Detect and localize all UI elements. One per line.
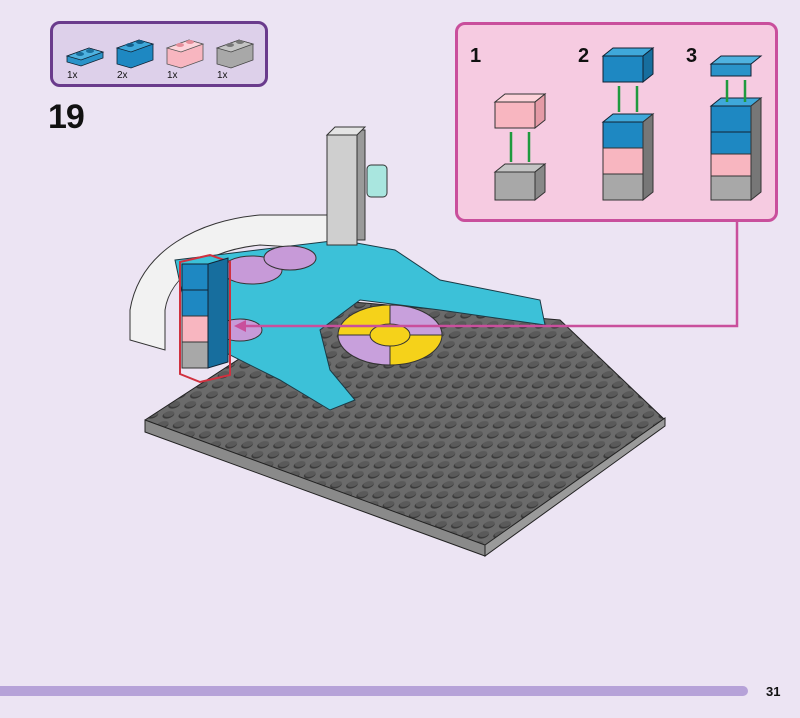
part-qty: 1x [67, 70, 78, 81]
blue-brick-icon [115, 39, 155, 69]
substep-number: 2 [578, 45, 590, 67]
part-qty: 2x [117, 70, 128, 81]
substep-3-bricks [709, 55, 763, 202]
substep-1-bricks [493, 92, 547, 202]
part-qty: 1x [217, 70, 228, 81]
page-progress-bar [0, 686, 748, 696]
pink-brick-icon [165, 39, 205, 69]
bottle-element [366, 164, 388, 198]
new-brick-stack [179, 253, 231, 384]
yellow-purple-dish [337, 304, 443, 366]
purple-table [263, 245, 317, 271]
gray-tower [325, 126, 367, 246]
part-gray-brick: 1x [213, 32, 257, 82]
substep-2-bricks [601, 46, 655, 202]
blue-plate-icon [65, 47, 105, 67]
substep-number: 3 [686, 45, 698, 67]
part-pink-brick: 1x [163, 32, 207, 82]
part-qty: 1x [167, 70, 178, 81]
sub-assembly-callout: 1 2 3 [455, 22, 778, 222]
parts-list-box: 1x 2x 1x 1x [50, 21, 268, 87]
substep-illustrations [493, 46, 763, 202]
part-blue-brick: 2x [113, 32, 157, 82]
page-number: 31 [766, 684, 781, 699]
gray-brick-icon [215, 39, 255, 69]
part-blue-plate: 1x [63, 32, 107, 82]
callout-pointer-line [240, 222, 739, 328]
callout-pointer-arrowhead [234, 320, 246, 332]
step-number: 19 [48, 98, 85, 136]
substep-number: 1 [470, 45, 482, 67]
